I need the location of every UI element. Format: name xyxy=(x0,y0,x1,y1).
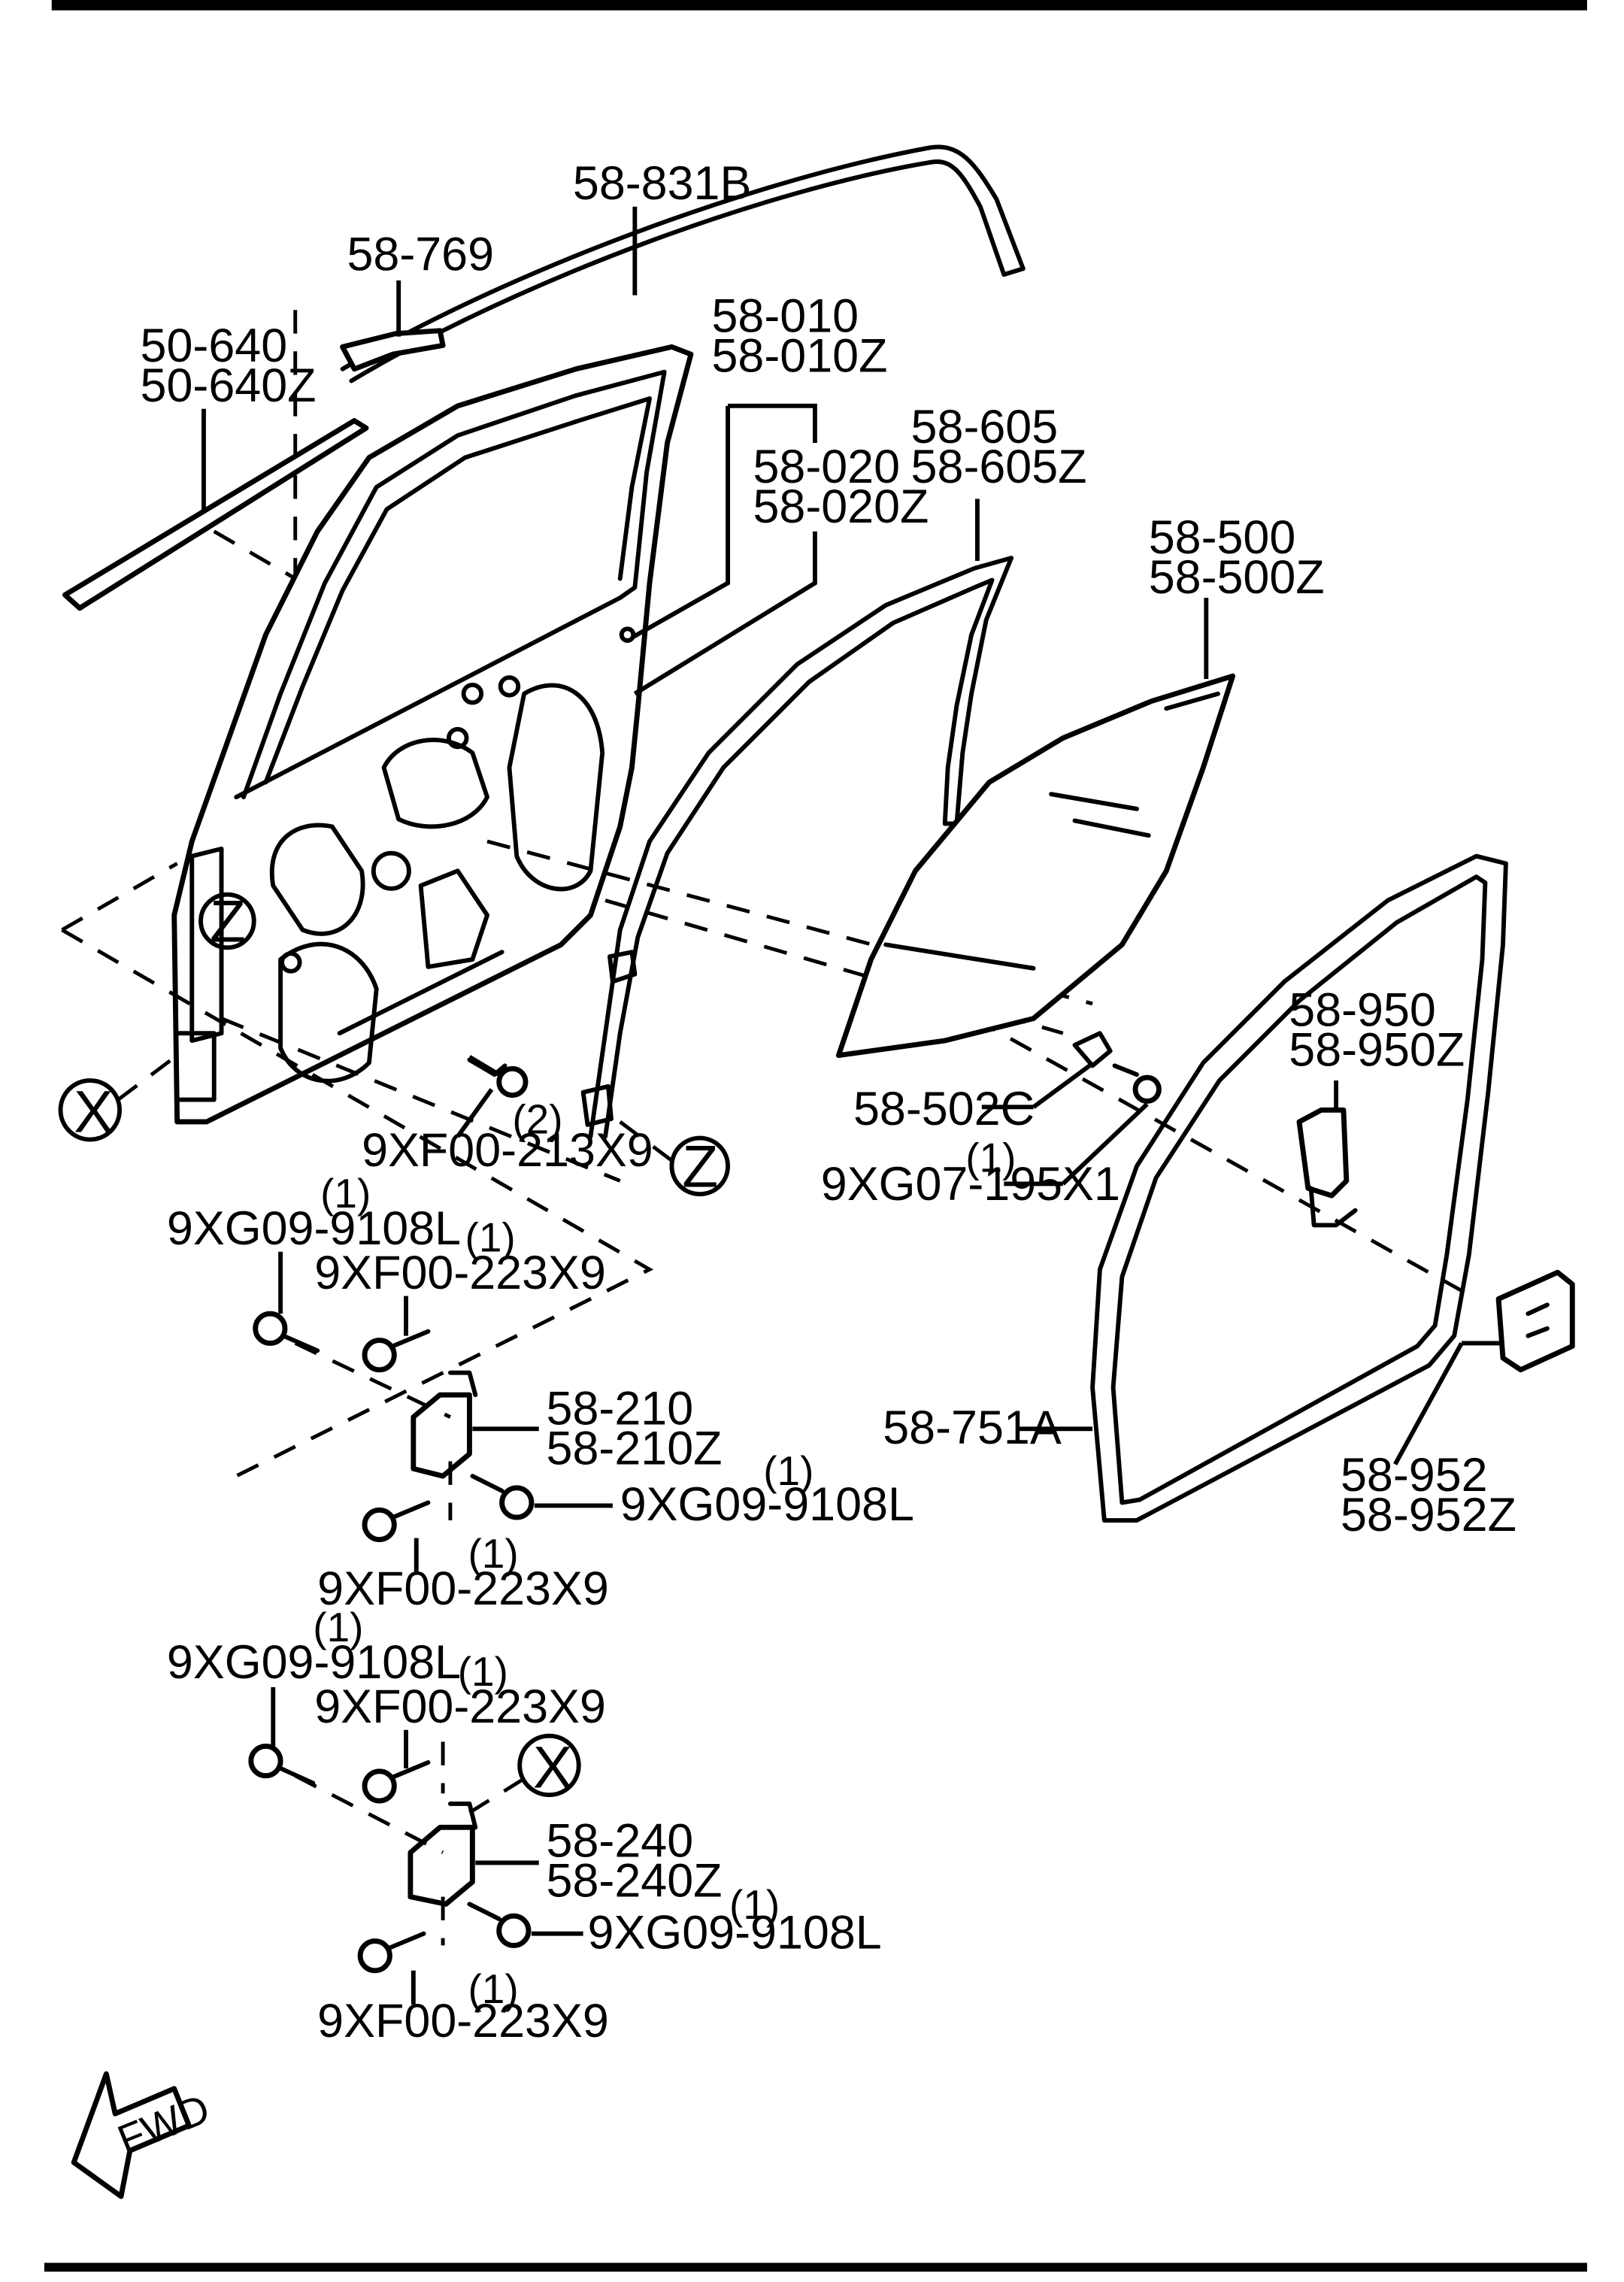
label-58-020: 58-020 xyxy=(753,441,900,493)
label-58-500: 58-500 xyxy=(1149,511,1296,564)
lower-bolt-b-part xyxy=(362,1760,431,1804)
lower-bolt-a-part xyxy=(248,1743,316,1786)
label-58-210z: 58-210Z xyxy=(547,1422,723,1474)
callout-z-left-text: Z xyxy=(210,888,246,954)
label-58-950: 58-950 xyxy=(1289,983,1436,1036)
callout-z-left xyxy=(198,892,256,950)
molding-mount-part xyxy=(340,328,446,372)
qty-lower-b: (1) xyxy=(458,1648,508,1695)
label-50-640: 50-640 xyxy=(141,320,288,372)
callout-x-lower-text: X xyxy=(533,1734,572,1800)
qty-lower-a: (1) xyxy=(313,1604,363,1650)
qty-lower-d: (1) xyxy=(468,1965,518,2012)
lower-bolt-c-part xyxy=(467,1902,532,1948)
callout-x-lower xyxy=(517,1733,581,1798)
label-lower-hinge-bolt-b: 9XF00-223X9 xyxy=(314,1680,606,1733)
label-58-952: 58-952 xyxy=(1341,1449,1488,1502)
label-58-605: 58-605 xyxy=(911,401,1059,453)
label-9xg07-195x1: 9XG07-195X1 xyxy=(821,1158,1120,1211)
label-58-010: 58-010 xyxy=(711,290,859,343)
callout-x-left-text: X xyxy=(74,1079,113,1145)
callout-z-right-text: Z xyxy=(682,1133,718,1199)
callout-x-left xyxy=(58,1078,122,1142)
upper-bolt-b-part xyxy=(362,1329,431,1373)
qty-upper-a: (1) xyxy=(320,1170,371,1217)
label-upper-hinge-bolt-d: 9XF00-223X9 xyxy=(317,1562,609,1615)
check-link-part xyxy=(1296,1107,1358,1228)
glass-run-channel-part xyxy=(580,556,1014,1139)
qty-lower-c: (1) xyxy=(729,1881,780,1928)
label-58-502c: 58-502C xyxy=(853,1083,1035,1135)
label-58-950z: 58-950Z xyxy=(1289,1023,1465,1076)
label-58-210: 58-210 xyxy=(547,1382,694,1435)
qty-upper-b: (1) xyxy=(465,1214,516,1261)
label-58-751a: 58-751A xyxy=(883,1402,1062,1454)
label-58-605z: 58-605Z xyxy=(911,441,1087,493)
qty-9xf00-213x9: (2) xyxy=(512,1096,562,1143)
upper-bolt-c-part xyxy=(470,1474,535,1520)
label-upper-hinge-bolt-b: 9XF00-223X9 xyxy=(314,1247,606,1299)
callout-z-right xyxy=(669,1135,731,1197)
upper-bolt-d-part xyxy=(362,1500,431,1542)
qty-9xg07-195x1: (1) xyxy=(965,1135,1016,1181)
label-58-240z: 58-240Z xyxy=(547,1855,723,1908)
forward-arrow-icon: FWD xyxy=(71,2071,216,2199)
lower-hinge-part xyxy=(408,1802,478,1907)
top-border xyxy=(51,0,1587,11)
door-weatherstrip-part xyxy=(1090,853,1508,1523)
door-glass-part xyxy=(835,673,1236,1059)
label-50-640z: 50-640Z xyxy=(141,359,317,412)
label-58-769: 58-769 xyxy=(347,228,494,280)
latch-part xyxy=(1495,1269,1575,1373)
label-lower-hinge-bolt-c: 9XG09-9108L xyxy=(588,1906,882,1959)
weatherstrip-top-part xyxy=(340,144,1026,383)
label-lower-hinge-bolt-a: 9XG09-9108L xyxy=(167,1636,461,1689)
glass-bracket-part xyxy=(1072,1031,1162,1104)
label-9xf00-213x9: 9XF00-213X9 xyxy=(362,1124,653,1177)
label-58-952z: 58-952Z xyxy=(1341,1489,1516,1541)
door-bolt-part xyxy=(467,1055,529,1099)
label-58-010z: 58-010Z xyxy=(711,330,887,383)
qty-upper-d: (1) xyxy=(468,1530,518,1577)
label-58-831b: 58-831B xyxy=(573,157,752,210)
label-lower-hinge-bolt-d: 9XF00-223X9 xyxy=(317,1995,609,2047)
label-upper-hinge-bolt-a: 9XG09-9108L xyxy=(167,1202,461,1255)
bottom-border xyxy=(44,2262,1587,2272)
belt-molding-part xyxy=(62,418,369,611)
label-58-240: 58-240 xyxy=(547,1815,694,1868)
upper-bolt-a-part xyxy=(253,1311,320,1353)
label-58-500z: 58-500Z xyxy=(1149,551,1325,604)
upper-hinge-part xyxy=(411,1370,478,1479)
door-panel-part xyxy=(171,344,694,1125)
label-58-020z: 58-020Z xyxy=(753,480,929,533)
lower-bolt-d-part xyxy=(357,1931,426,1974)
qty-upper-c: (1) xyxy=(763,1447,814,1494)
label-upper-hinge-bolt-c: 9XG09-9108L xyxy=(620,1478,914,1531)
